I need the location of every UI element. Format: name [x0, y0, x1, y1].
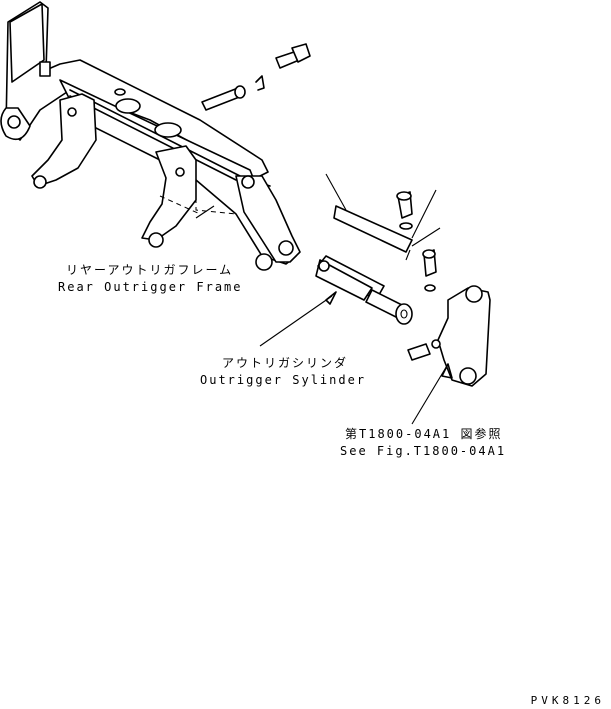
- reference-label-en: See Fig.T1800-04A1: [340, 444, 507, 458]
- rear-frame-label-en: Rear Outrigger Frame: [58, 280, 243, 294]
- bolts-and-washers: [396, 191, 437, 292]
- reference-label-jp: 第T1800-04A1 図参照: [345, 427, 503, 441]
- cylinder-label-en: Outrigger Sylinder: [200, 373, 367, 387]
- long-pin-assembly: [325, 173, 441, 261]
- outrigger-cylinder: [315, 255, 413, 325]
- drawing-code: PVK8126: [530, 694, 605, 707]
- leader-lines: [195, 205, 453, 425]
- rear-frame-label-jp: リヤーアウトリガフレーム: [66, 263, 234, 277]
- cylinder-label-jp: アウトリガシリンダ: [222, 356, 349, 370]
- rear-outrigger-frame: [0, 1, 311, 271]
- outrigger-arm: [407, 285, 491, 387]
